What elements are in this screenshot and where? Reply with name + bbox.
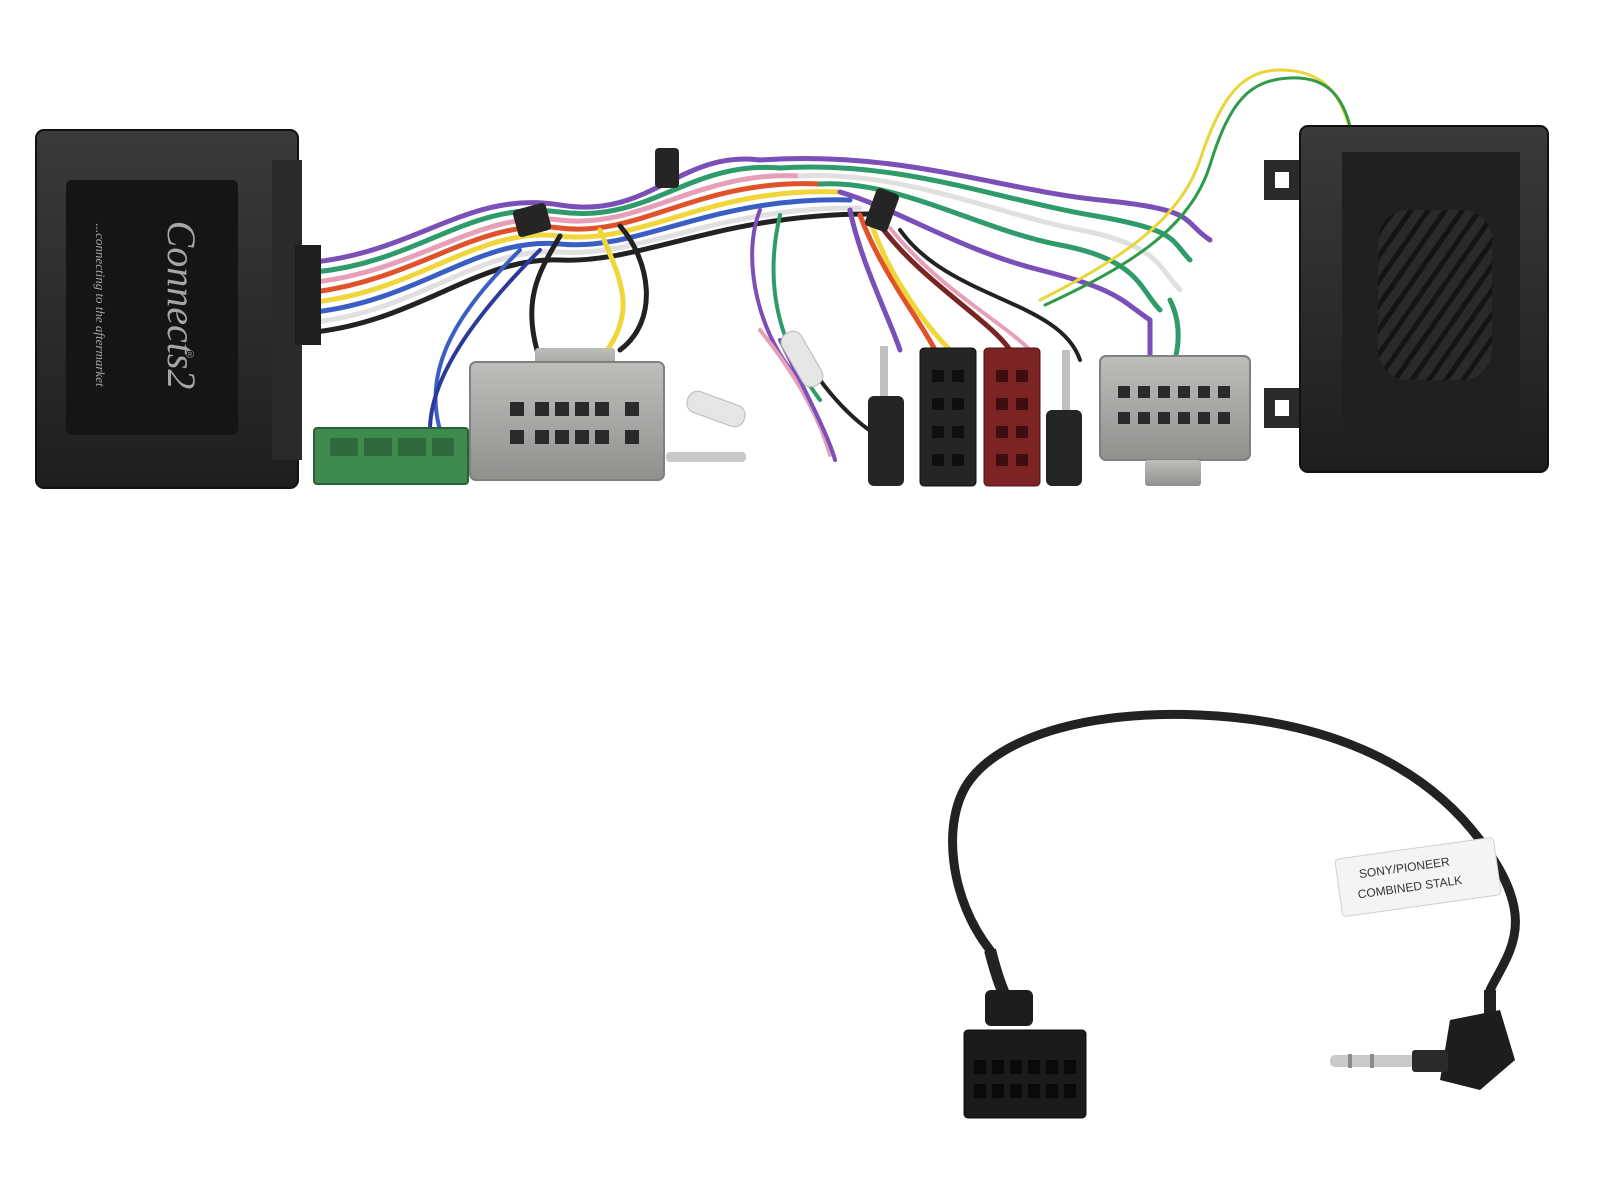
logo-panel	[66, 180, 238, 435]
interface-box: Connects2 ...connecting to the aftermark…	[35, 129, 321, 489]
grey-connector-large	[469, 348, 665, 481]
jack-plug-left	[868, 346, 904, 486]
brand-tagline: ...connecting to the aftermarket	[93, 223, 108, 387]
brand-logo: Connects2	[159, 221, 204, 390]
patch-lead	[948, 709, 1520, 995]
speaker-grille	[1378, 210, 1492, 380]
registered-mark: ®	[186, 349, 194, 361]
spade-terminals	[666, 330, 824, 462]
jack-plug-right	[1046, 350, 1082, 486]
cable-label: SONY/PIONEER COMBINED STALK	[1334, 837, 1502, 917]
green-connector	[313, 427, 469, 485]
black-iso-connector	[919, 347, 977, 487]
svg-text:Connects2: Connects2	[159, 221, 204, 390]
multi-pin-plug	[963, 948, 1087, 1119]
right-angle-jack	[1330, 990, 1515, 1090]
red-iso-connector	[983, 347, 1041, 487]
wiring-harness	[312, 68, 1354, 462]
steering-receiver-box	[1264, 125, 1549, 473]
grey-connector-small	[1099, 355, 1251, 486]
